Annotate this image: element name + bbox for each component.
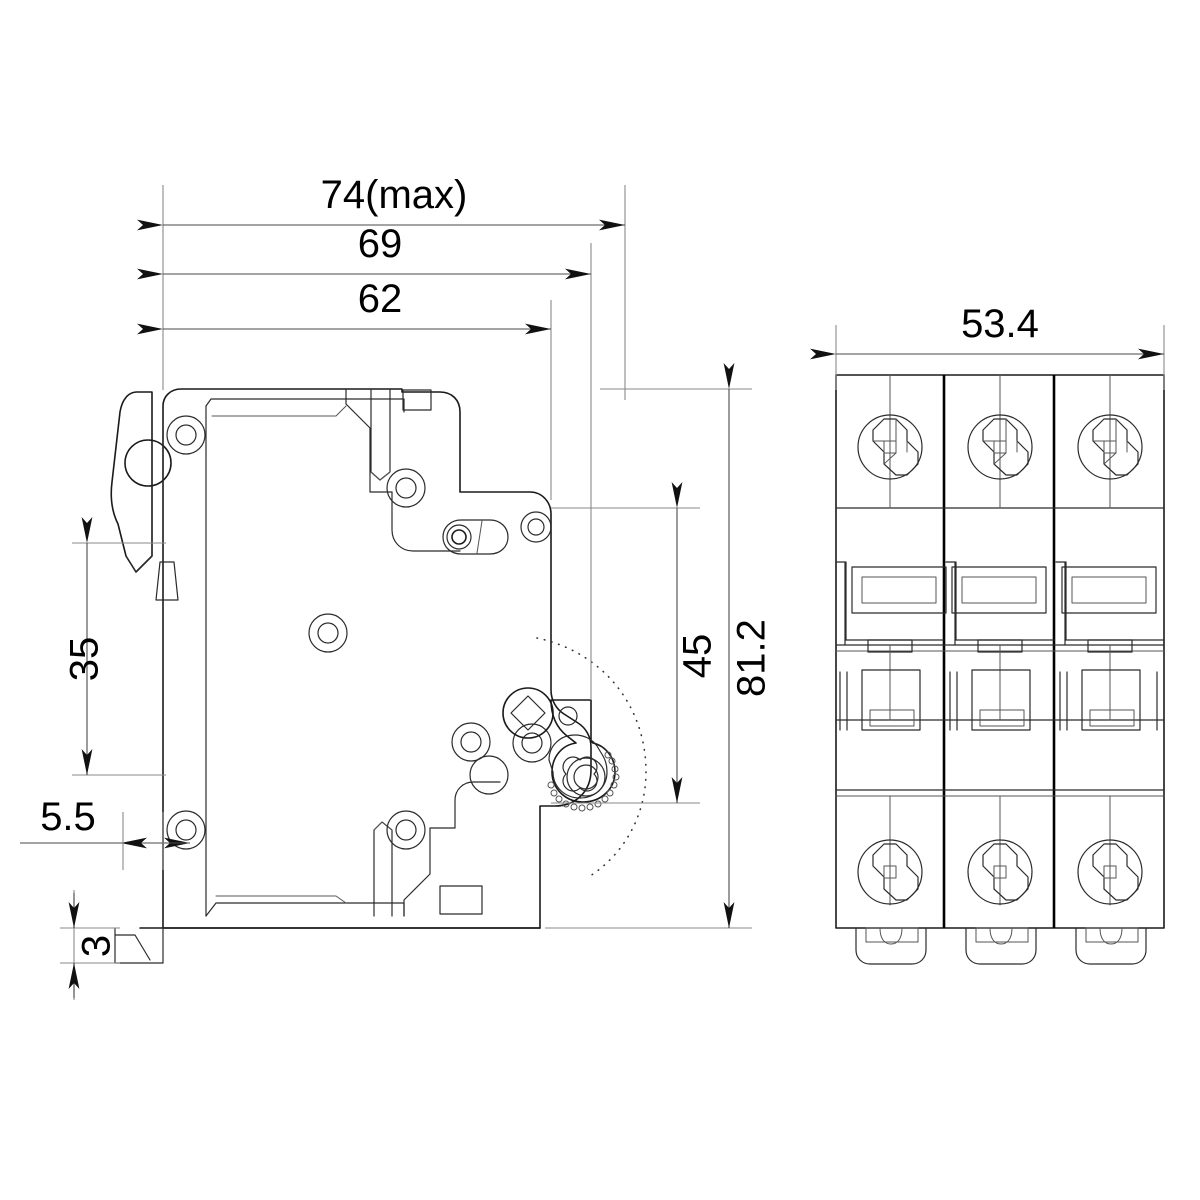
side-elevation-view bbox=[110, 388, 647, 964]
breaker-body-outline bbox=[162, 388, 592, 929]
knurl-teeth bbox=[547, 751, 620, 812]
upper-terminal-shoulder bbox=[345, 388, 461, 552]
cam-slot-lever bbox=[442, 519, 509, 555]
dim-3-label: 3 bbox=[75, 935, 119, 957]
dim-53-4: 53.4 bbox=[810, 302, 1164, 360]
dim-35: 35 bbox=[63, 517, 166, 776]
rotary-toggle-handle[interactable] bbox=[547, 513, 620, 812]
front-elevation-view bbox=[835, 374, 1165, 965]
dim-62-label: 62 bbox=[358, 277, 403, 321]
dim-81-2: 81.2 bbox=[545, 363, 774, 929]
dim-45: 45 bbox=[551, 482, 720, 804]
dim-53-4-label: 53.4 bbox=[961, 302, 1039, 346]
dim-5-5: 5.5 bbox=[20, 795, 190, 870]
dim-81-2-label: 81.2 bbox=[730, 619, 774, 697]
pole-module bbox=[835, 374, 1165, 965]
din-rail-clip bbox=[110, 391, 179, 601]
dim-69: 69 bbox=[137, 222, 591, 280]
base-foot bbox=[114, 927, 164, 964]
lower-terminal-shoulder bbox=[373, 781, 501, 917]
dim-69-label: 69 bbox=[358, 222, 403, 266]
square-drive-pivot bbox=[502, 687, 578, 739]
body-fastener-holes bbox=[166, 415, 552, 850]
handle-swing-arc bbox=[536, 637, 647, 879]
pole-1 bbox=[835, 374, 947, 965]
dim-45-label: 45 bbox=[676, 634, 720, 679]
dim-35-label: 35 bbox=[63, 637, 107, 682]
breaker-inner-profile bbox=[205, 398, 405, 917]
dim-74-max-label: 74(max) bbox=[321, 173, 468, 217]
pole-3 bbox=[1055, 374, 1165, 965]
dim-5-5-label: 5.5 bbox=[40, 795, 96, 839]
side-view-dimensions: 74(max) 69 62 35 5.5 bbox=[20, 173, 774, 1000]
dim-62: 62 bbox=[137, 277, 551, 335]
dim-74-max: 74(max) bbox=[137, 173, 625, 231]
front-view-dimensions: 53.4 bbox=[810, 302, 1165, 390]
dim-3: 3 bbox=[60, 890, 120, 1000]
pole-2 bbox=[945, 374, 1055, 965]
